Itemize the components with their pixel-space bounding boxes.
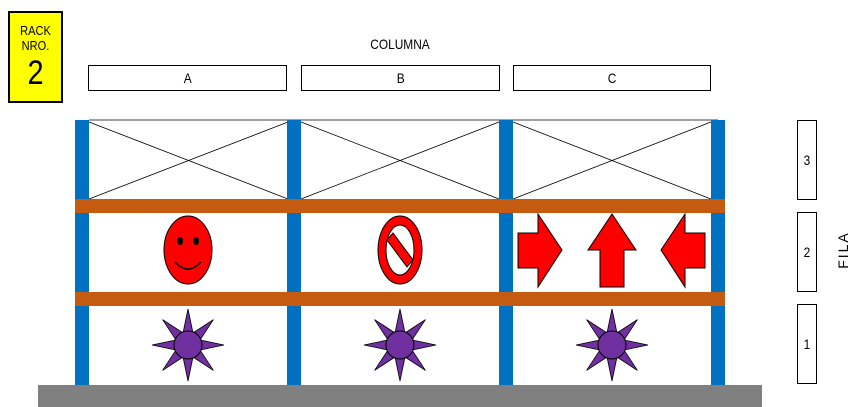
upright-3 bbox=[499, 120, 513, 385]
arrows-right-up-left-icon bbox=[517, 212, 706, 289]
column-label-b: B bbox=[301, 65, 500, 91]
rack-label-line1: RACK bbox=[20, 23, 51, 38]
rack-label-line2: NRO. bbox=[21, 38, 50, 53]
rack-number-badge: RACK NRO. 2 bbox=[8, 11, 63, 103]
row-label-2: 2 bbox=[797, 212, 817, 292]
column-label-c: C bbox=[513, 65, 711, 91]
sun-icon-c bbox=[575, 308, 649, 382]
beam-upper bbox=[75, 199, 725, 213]
upright-2 bbox=[287, 120, 301, 385]
sun-icon-a bbox=[151, 308, 225, 382]
arrow-up-icon bbox=[587, 213, 637, 288]
upright-4 bbox=[711, 120, 725, 385]
cross-b-2 bbox=[300, 121, 500, 200]
beam-lower bbox=[75, 292, 725, 306]
column-title: COLUMNA bbox=[370, 36, 430, 52]
arrow-left-icon bbox=[660, 212, 706, 289]
arrow-right-icon bbox=[517, 212, 563, 289]
cross-a-2 bbox=[88, 121, 289, 200]
row-label-1: 1 bbox=[797, 304, 817, 384]
floor bbox=[38, 385, 762, 407]
column-label-a: A bbox=[88, 65, 287, 91]
cross-c-2 bbox=[512, 121, 712, 200]
rack-number: 2 bbox=[27, 54, 44, 92]
sun-icon-b bbox=[363, 308, 437, 382]
top-level-crosses bbox=[88, 119, 718, 200]
smiley-face-icon bbox=[163, 215, 213, 285]
row-label-3: 3 bbox=[797, 120, 817, 200]
upright-1 bbox=[75, 120, 89, 385]
prohibited-icon bbox=[377, 215, 423, 285]
